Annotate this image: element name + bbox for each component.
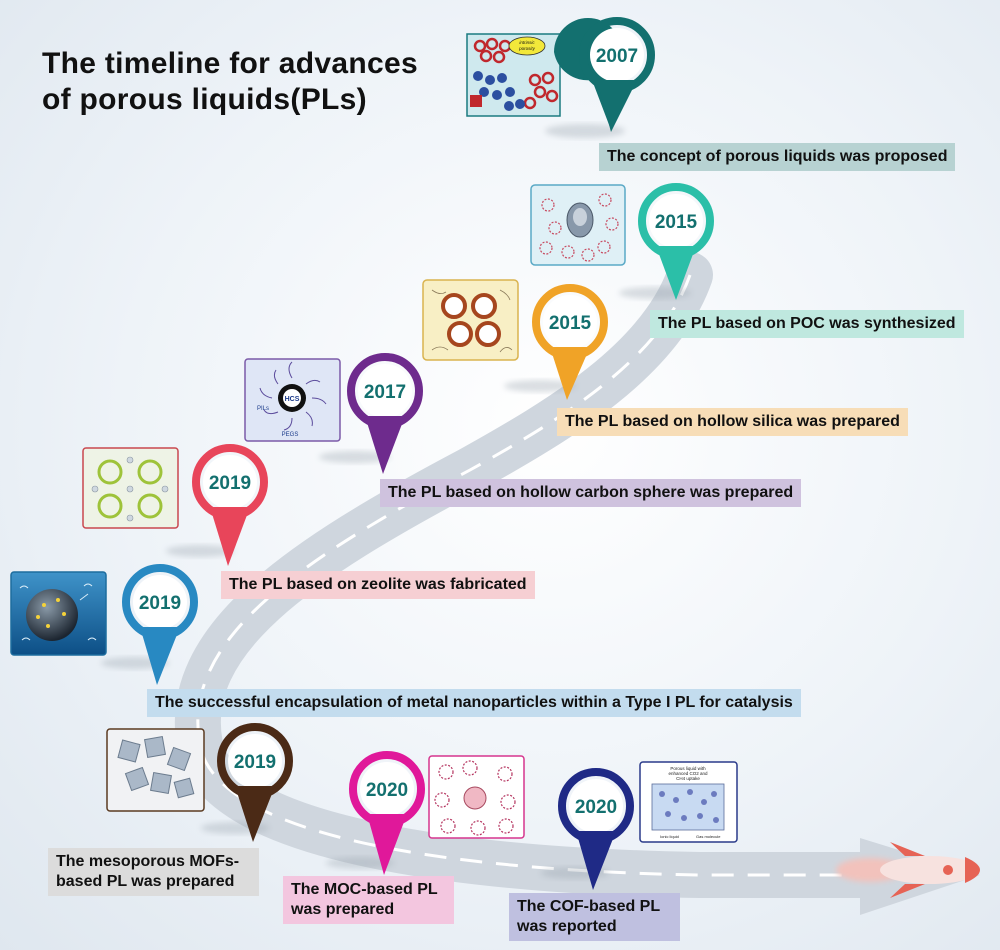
- icon-text-hcs: HCS: [285, 396, 300, 403]
- milestone-label-2019-metal: The successful encapsulation of metal na…: [147, 689, 801, 717]
- hollow-silica-icon: [422, 279, 519, 361]
- milestone-label-2017: The PL based on hollow carbon sphere was…: [380, 479, 802, 507]
- hollow-carbon-sphere-icon: HCS PILs PEGS: [244, 358, 341, 442]
- title-line-1: The timeline for advances: [42, 47, 418, 80]
- milestone-label-2019-mof: The mesoporous MOFs- based PL was prepar…: [48, 848, 259, 896]
- pin-2007: 2007: [554, 17, 655, 132]
- mof-crystals-icon: [106, 728, 205, 812]
- moc-label-line-2: was prepared: [291, 901, 395, 918]
- year-2020-cof: 2020: [575, 797, 617, 818]
- mof-label-line-1: The mesoporous MOFs-: [56, 853, 240, 870]
- icon-text-intrinsic: intrinsic: [519, 40, 535, 45]
- cof-porous-liquid-icon: Porous liquid with enhanced CO2 and CH4 …: [639, 761, 738, 843]
- year-2019-metal: 2019: [139, 593, 181, 614]
- title-line-2: of porous liquids(PLs): [42, 83, 367, 116]
- icon-text-cof-3: CH4 uptake: [676, 776, 700, 781]
- pin-2019-zeolite: 2019: [192, 444, 268, 566]
- pin-2019-metal: 2019: [122, 564, 198, 685]
- page-title: The timeline for advances of porous liqu…: [42, 46, 418, 118]
- icon-text-cof-1: Porous liquid with: [670, 766, 706, 771]
- year-2017: 2017: [364, 382, 406, 403]
- icon-text-cof-2: enhanced CO2 and: [668, 771, 708, 776]
- pin-2020-cof: 2020: [558, 768, 634, 890]
- pin-2015-poc: 2015: [638, 183, 714, 300]
- porous-liquid-concept-icon: intrinsic porosity: [466, 33, 561, 117]
- cof-label-line-1: The COF-based PL: [517, 898, 661, 915]
- milestone-label-2020-cof: The COF-based PL was reported: [509, 893, 680, 941]
- metal-nanoparticle-icon: [10, 571, 107, 656]
- pin-2017: 2017: [347, 353, 423, 474]
- milestone-label-2015-silica: The PL based on hollow silica was prepar…: [557, 408, 908, 436]
- icon-text-porosity: porosity: [518, 46, 536, 51]
- moc-label-line-1: The MOC-based PL: [291, 881, 438, 898]
- milestone-label-2015-poc: The PL based on POC was synthesized: [650, 310, 964, 338]
- year-2019-mof: 2019: [234, 752, 276, 773]
- pin-2020-moc: 2020: [349, 751, 425, 875]
- icon-text-pegs: PEGS: [282, 432, 299, 438]
- metal-organic-cage-icon: [428, 755, 525, 839]
- icon-text-pils: PILs: [257, 406, 269, 412]
- milestone-label-2020-moc: The MOC-based PL was prepared: [283, 876, 454, 924]
- porous-organic-cage-icon: [530, 184, 626, 266]
- year-2019-zeolite: 2019: [209, 473, 251, 494]
- mof-label-line-2: based PL was prepared: [56, 873, 235, 890]
- icon-text-cof-5: Gas molecule: [696, 834, 721, 839]
- milestone-label-2019-zeolite: The PL based on zeolite was fabricated: [221, 571, 535, 599]
- icon-text-cof-4: Ionic liquid: [660, 834, 679, 839]
- milestone-label-2007: The concept of porous liquids was propos…: [599, 143, 956, 171]
- cof-label-line-2: was reported: [517, 918, 617, 935]
- year-2007: 2007: [596, 46, 638, 67]
- pin-2019-mof: 2019: [217, 723, 293, 842]
- year-2015-silica: 2015: [549, 313, 592, 334]
- year-2015-poc: 2015: [655, 212, 698, 233]
- year-2020-moc: 2020: [366, 780, 408, 801]
- rocket-icon: [836, 842, 980, 898]
- pin-2015-silica: 2015: [532, 284, 608, 400]
- zeolite-icon: [82, 447, 179, 529]
